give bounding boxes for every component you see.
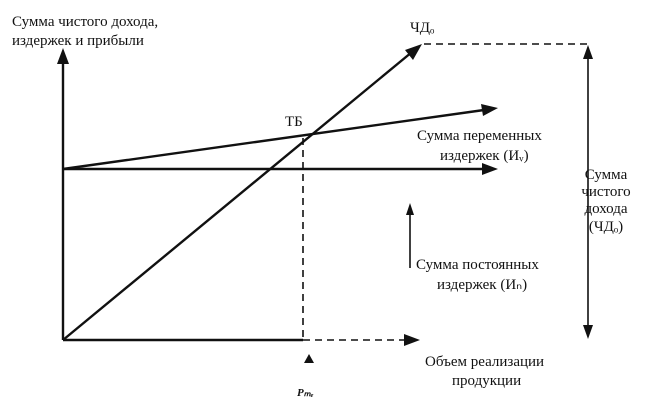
x-axis-arrowhead [404, 334, 420, 346]
y-axis-arrowhead [57, 48, 69, 64]
net-income-line [62, 51, 413, 341]
fixed-costs-arrowhead [482, 163, 498, 175]
fixed-costs-indicator-arrowhead [406, 203, 414, 215]
y-axis-label-line1: Сумма чистого дохода, [12, 14, 158, 30]
net-income-span-arrow-bottom [583, 325, 593, 339]
net-income-label-line3: дохода [584, 201, 627, 217]
fixed-costs-label-line2: издержек (Иₙ) [437, 277, 527, 293]
variable-costs-arrowhead [481, 104, 498, 116]
net-income-line-label: ЧДₒ [410, 20, 435, 36]
variable-costs-line [62, 108, 485, 171]
y-axis-label-line2: издержек и прибыли [12, 33, 144, 49]
net-income-label-line2: чистого [581, 184, 630, 200]
variable-costs-label-line2: издержек (Иᵥ) [440, 148, 529, 164]
net-income-label-line4: (ЧДₒ) [589, 219, 623, 235]
net-income-span-arrow-top [583, 45, 593, 59]
x-axis-label-line2: продукции [452, 373, 521, 389]
breakeven-point-label: ТБ [285, 114, 303, 130]
breakeven-volume-label: Pₘₑ [297, 387, 314, 399]
variable-costs-label-line1: Сумма переменных [417, 128, 542, 144]
net-income-label-line1: Сумма [585, 167, 628, 183]
breakeven-marker-triangle [304, 354, 314, 363]
fixed-costs-label-line1: Сумма постоянных [416, 257, 539, 273]
net-income-arrowhead [405, 44, 422, 60]
x-axis-label-line1: Объем реализации [425, 354, 544, 370]
